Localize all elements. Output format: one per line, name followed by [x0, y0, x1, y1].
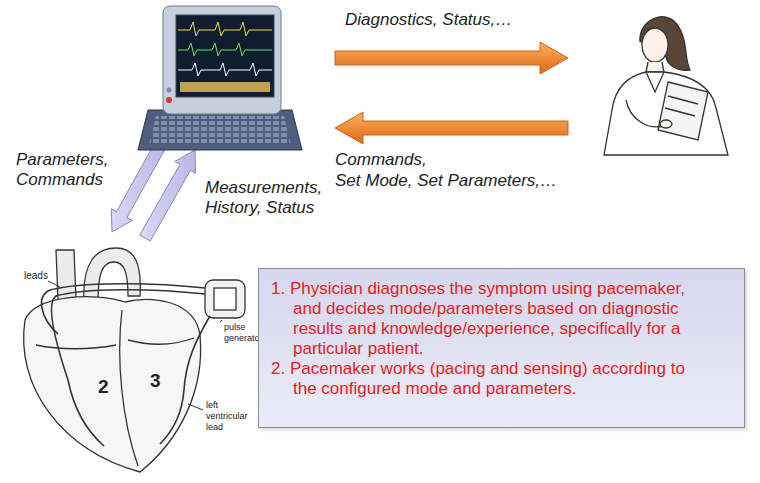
- waveform: [178, 43, 272, 56]
- chamber-number: 3: [150, 370, 161, 393]
- aorta: [84, 248, 140, 302]
- clipboard-line: [668, 96, 698, 104]
- device-button: [166, 97, 172, 103]
- heart-outline: [24, 297, 201, 472]
- device-button: [167, 88, 172, 93]
- pulse-generator: [205, 280, 245, 318]
- flow-arrow: [140, 150, 196, 241]
- face: [642, 28, 668, 62]
- part-label: left ventricular lead: [206, 400, 256, 432]
- coat: [604, 72, 728, 155]
- hand: [660, 120, 672, 128]
- collar: [646, 72, 664, 92]
- device-base: [138, 110, 302, 150]
- clipboard: [658, 82, 708, 140]
- flow-label: Commands,: [335, 150, 427, 170]
- lead: [160, 316, 210, 444]
- heart-illustration: [24, 248, 245, 472]
- waveform: [178, 63, 272, 76]
- keyboard: [149, 116, 291, 144]
- device-lid: [163, 6, 281, 114]
- leader-line: [188, 404, 203, 410]
- valve-line: [36, 345, 116, 349]
- chamber-number: 2: [98, 376, 109, 399]
- flow-label: Parameters, Commands: [16, 150, 116, 191]
- clipboard-line: [665, 108, 695, 116]
- generator-core: [214, 288, 236, 310]
- lead-wires: [42, 284, 210, 446]
- part-label: leads: [24, 270, 48, 282]
- valve-line: [128, 338, 194, 344]
- note-box: 1. Physician diagnoses the symptom using…: [258, 268, 745, 428]
- status-bar: [180, 82, 270, 92]
- programmer-device: [138, 6, 302, 150]
- neck: [646, 62, 664, 72]
- physician-figure: [604, 17, 728, 155]
- leader-line: [220, 320, 222, 322]
- arm: [626, 100, 664, 127]
- flow-label: Diagnostics, Status,…: [345, 10, 512, 30]
- device-screen: [176, 15, 274, 97]
- septum: [120, 310, 138, 466]
- flow-arrow: [335, 42, 568, 74]
- leader-line: [48, 281, 60, 287]
- note-item: 2. Pacemaker works (pacing and sensing) …: [271, 359, 700, 399]
- flow-arrow: [335, 112, 568, 144]
- waveform: [178, 22, 272, 36]
- flow-label: Measurements, History, Status: [205, 178, 327, 219]
- note-item: 1. Physician diagnoses the symptom using…: [271, 279, 700, 359]
- flow-label: Set Mode, Set Parameters,…: [335, 171, 557, 191]
- lead: [51, 290, 205, 446]
